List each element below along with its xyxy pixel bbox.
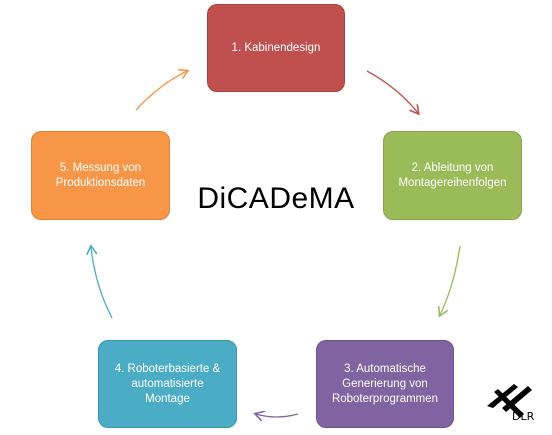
arrow-4-to-5 bbox=[91, 247, 113, 319]
center-title: DiCADeMA bbox=[197, 182, 355, 215]
arrow-3-to-4 bbox=[256, 414, 299, 417]
step-4-box: 4. Roboterbasierte & automatisierte Mont… bbox=[98, 340, 237, 428]
step-5-box: 5. Messung von Produktionsdaten bbox=[31, 131, 170, 220]
step-1-label: 1. Kabinendesign bbox=[231, 41, 321, 54]
arrow-1-to-2 bbox=[366, 70, 418, 113]
dlr-logo-icon bbox=[487, 384, 532, 418]
step-2-box: 2. Ableitung von Montagereihenfolgen bbox=[383, 131, 522, 220]
arrow-5-to-1 bbox=[135, 71, 187, 111]
step-2-label: 2. Ableitung von Montagereihenfolgen bbox=[398, 161, 507, 189]
step-1-box: 1. Kabinendesign bbox=[207, 4, 345, 92]
dlr-logo-text: DLR bbox=[512, 410, 535, 423]
step-3-box: 3. Automatische Generierung von Roboterp… bbox=[316, 340, 454, 428]
step-3-label: 3. Automatische Generierung von Roboterp… bbox=[331, 362, 439, 405]
step-4-label: 4. Roboterbasierte & automatisierte Mont… bbox=[114, 362, 221, 405]
step-5-label: 5. Messung von Produktionsdaten bbox=[55, 161, 146, 189]
arrow-2-to-3 bbox=[440, 245, 461, 315]
